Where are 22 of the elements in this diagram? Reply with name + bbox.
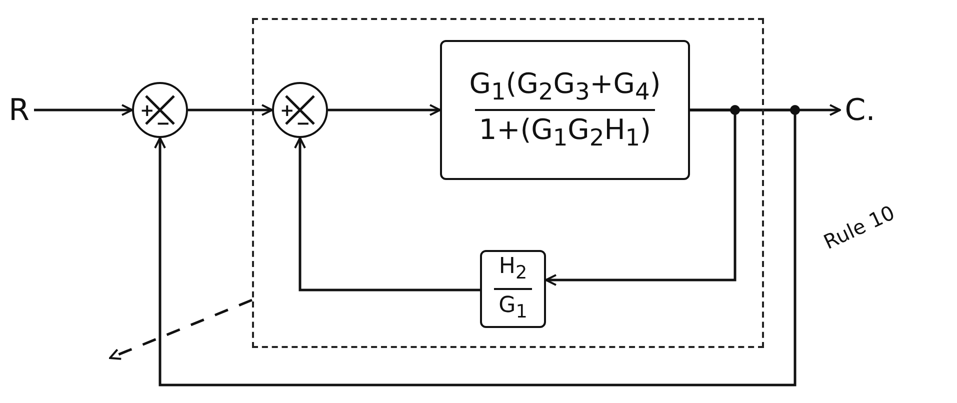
signal-label: C. — [844, 94, 876, 126]
numerator-text: G$_{1}$(G$_{2}$G$_{3}$+G$_{4}$) — [469, 68, 661, 105]
signal-arrow — [188, 104, 273, 116]
summing-junction — [272, 82, 328, 138]
sign-label: − — [296, 116, 310, 133]
denominator-text: G$_{1}$ — [498, 294, 528, 323]
dashed-arrow — [109, 298, 252, 360]
transfer-function-block — [480, 250, 546, 328]
signal-arrow — [34, 104, 133, 116]
transfer-function-block — [440, 40, 690, 180]
summing-junction — [132, 82, 188, 138]
sign-label: + — [280, 103, 294, 120]
dashed-boundary — [252, 18, 764, 348]
signal-arrow — [328, 104, 441, 116]
sign-label: + — [140, 103, 154, 120]
signal-label: R — [8, 94, 30, 126]
denominator-text: 1+(G$_{1}$G$_{2}$H$_{1}$) — [478, 115, 652, 152]
signal-arrow — [294, 137, 480, 292]
signal-arrow — [154, 108, 796, 386]
sign-label: − — [156, 116, 170, 133]
numerator-text: H$_{2}$ — [498, 255, 528, 284]
note-text: Rule 10 — [820, 200, 898, 254]
